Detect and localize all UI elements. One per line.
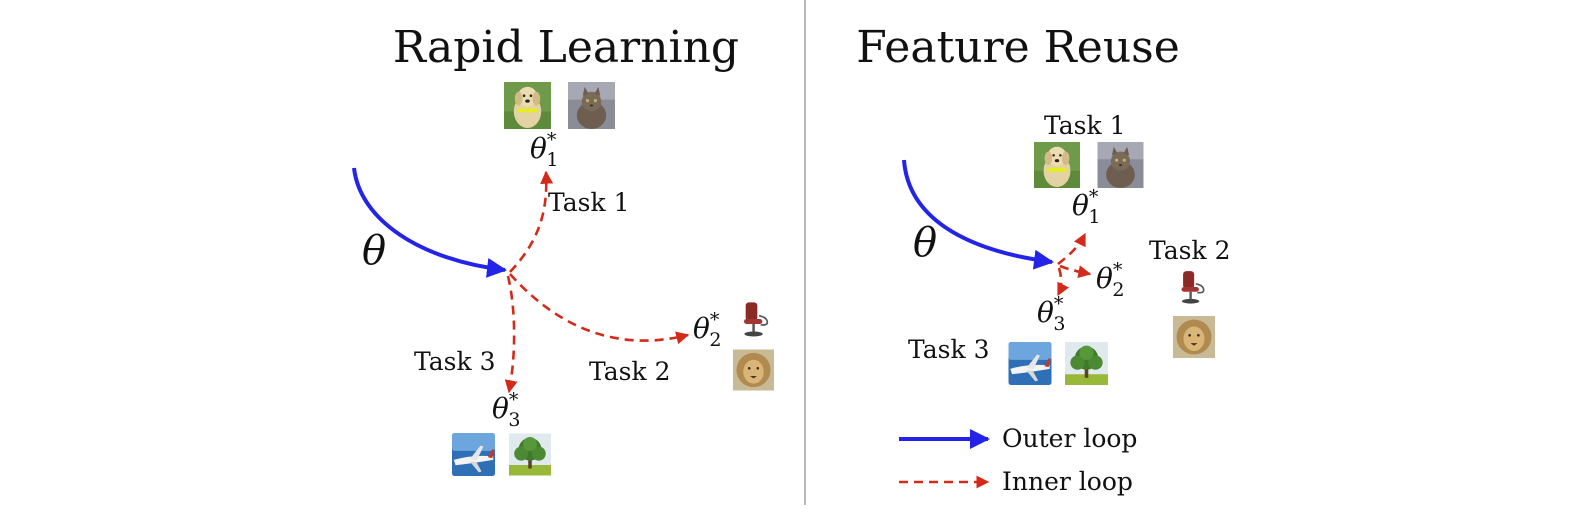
- legend-outer-loop-label: Outer loop: [1002, 424, 1137, 453]
- task-1-label: Task 1: [548, 188, 629, 217]
- task-1-label: Task 1: [1044, 111, 1125, 140]
- outer-loop-arrow: [902, 159, 1054, 270]
- cat-image: [568, 82, 615, 129]
- chair-image: [1172, 267, 1210, 307]
- rapid-learning-title: Rapid Learning: [393, 22, 739, 73]
- tree-image: [509, 433, 551, 476]
- airplane-image: [1008, 342, 1052, 385]
- theta-2-star: θ*2: [1096, 259, 1124, 301]
- inner-loop-arrow-task1: [1057, 232, 1087, 266]
- task-2-label: Task 2: [1149, 236, 1230, 265]
- feature-reuse-panel: Feature Reuse θ Task 1 θ*1 Task 2 θ*2 θ*…: [856, 22, 1230, 496]
- lion-image: [733, 349, 774, 391]
- task-3-label: Task 3: [908, 335, 989, 364]
- inner-loop-arrow-task3: [1056, 267, 1070, 297]
- task-3-label: Task 3: [414, 347, 495, 376]
- lion-image: [1173, 316, 1215, 358]
- theta-2-star: θ*2: [693, 309, 721, 351]
- rapid-learning-panel: Rapid Learning θ θ*1 Task 1 θ*2 Task 2 T…: [352, 22, 774, 476]
- task-2-label: Task 2: [589, 357, 670, 386]
- dog-image: [1034, 142, 1080, 188]
- outer-loop-arrow: [352, 167, 507, 278]
- chair-image: [734, 298, 774, 340]
- tree-image: [1065, 342, 1108, 385]
- outer-theta-label: θ: [913, 220, 937, 266]
- legend: Outer loop Inner loop: [899, 424, 1137, 496]
- theta-1-star: θ*1: [1072, 186, 1100, 228]
- feature-reuse-title: Feature Reuse: [856, 22, 1180, 73]
- cat-image: [1097, 142, 1144, 188]
- theta-3-star: θ*3: [492, 389, 520, 431]
- airplane-image: [452, 433, 495, 476]
- legend-inner-loop-label: Inner loop: [1002, 467, 1133, 496]
- outer-theta-label: θ: [362, 228, 386, 274]
- inner-loop-arrow-task1: [509, 170, 554, 273]
- inner-loop-arrow-task2: [1059, 264, 1092, 279]
- theta-3-star: θ*3: [1037, 293, 1065, 335]
- inner-loop-arrow-task2: [509, 273, 690, 345]
- inner-loop-arrow-task3: [504, 275, 518, 394]
- theta-1-star: θ*1: [530, 129, 558, 171]
- dog-image: [504, 82, 551, 129]
